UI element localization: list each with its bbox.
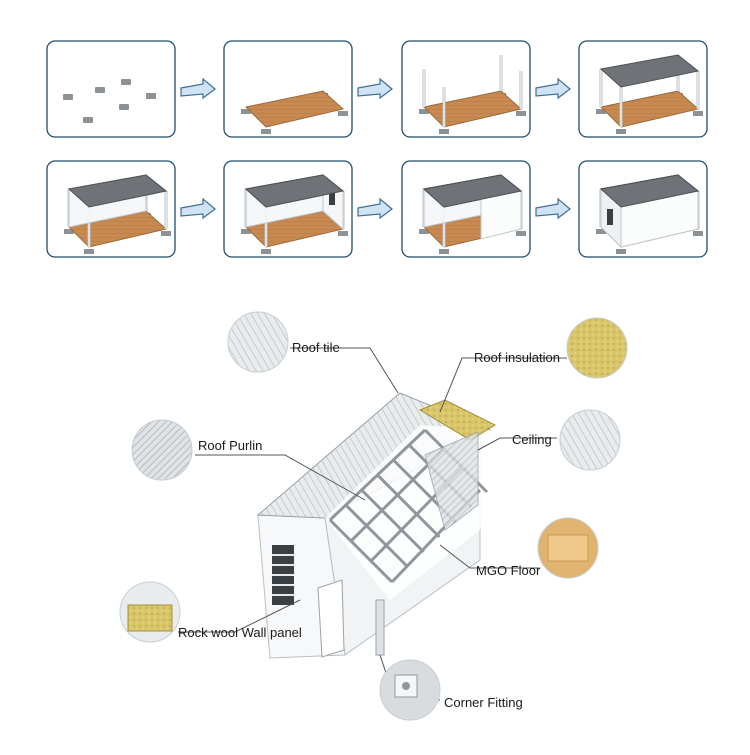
roof-insulation-slab [418,399,497,441]
door [317,579,345,658]
assembly-steps [46,40,708,258]
label-rock-wool-wall-panel: Rock wool Wall panel [178,625,302,640]
foundation-block [241,229,251,234]
label-roof-tile: Roof tile [292,340,340,355]
foundation-block [338,111,348,116]
window [272,545,294,605]
container-illustration [256,392,497,659]
thumb-roof-insulation [566,317,628,379]
arrow-shape [180,197,216,220]
roof-frame [422,174,523,208]
thumb-rock-wool [119,581,181,643]
step-panel-frame [46,40,176,138]
step-arrow [357,197,393,220]
foundation-block [439,129,449,134]
foundation-block [161,231,171,236]
roof-frame [67,174,168,208]
foundation-block [439,249,449,254]
leader-rock-wool [178,599,301,633]
leader-ceiling [477,437,557,451]
floor-deck [244,90,345,128]
purlin-cross [360,488,425,554]
purlin-cross [328,518,394,584]
assembly-step-panel-1 [46,40,176,138]
arrow-shape [180,77,216,100]
foundation-block [261,129,271,134]
purlin-cross [376,473,441,539]
step-arrow [180,77,216,100]
step-panel-frame [223,40,353,138]
foundation-block [83,117,93,123]
assembly-step-panel-6 [223,160,353,258]
foundation-block [64,229,74,234]
corner-post [375,599,385,656]
arrow-shape [535,77,571,100]
step-panel-frame [578,40,708,138]
leader-roof-tile [290,347,399,394]
foundation-block [693,231,703,236]
foundation-block [596,229,606,234]
foundation-block [516,231,526,236]
foundation-block [119,104,129,110]
foundation-block [241,109,251,114]
assembly-step-panel-5 [46,160,176,258]
arrow-shape [357,197,393,220]
arrow-shape [357,77,393,100]
thumb-ceiling [559,409,621,471]
step-arrow [180,197,216,220]
roof-frame [244,174,345,208]
label-roof-insulation: Roof insulation [474,350,560,365]
step-arrow [535,197,571,220]
foundation-block [419,109,429,114]
thumb-mgo-floor [537,517,599,579]
foundation-block [616,249,626,254]
assembly-step-panel-8 [578,160,708,258]
assembly-step-panel-3 [401,40,531,138]
foundation-block [616,129,626,134]
end-window [607,209,613,225]
foundation-block [84,249,94,254]
assembly-step-panel-7 [401,160,531,258]
thumb-roof-purlin [131,419,193,481]
leader-mgo-floor [439,544,540,569]
step-arrow [357,77,393,100]
foundation-block [121,79,131,85]
step-arrow [535,77,571,100]
foundation-block [516,111,526,116]
label-ceiling: Ceiling [512,432,552,447]
label-mgo-floor: MGO Floor [476,563,541,578]
thumb-roof-tile [227,311,289,373]
leader-roof-insulation [439,357,567,413]
foundation-block [261,249,271,254]
wall-window [329,191,335,205]
foundation-block [95,87,105,93]
step-panel-frame [401,40,531,138]
foundation-block [146,93,156,99]
leader-roof-purlin [195,454,366,501]
leader-lines [178,347,567,701]
foundation-block [693,111,703,116]
foundation-block [63,94,73,100]
foundation-block [419,229,429,234]
label-corner-fitting: Corner Fitting [444,695,523,710]
roof-frame [599,54,700,88]
thumb-corner-fitting [379,659,441,721]
ceiling-panels [424,431,479,531]
assembly-step-panel-4 [578,40,708,138]
roof-frame [599,174,700,208]
foundation-block [596,109,606,114]
arrow-shape [535,197,571,220]
purlin-cross [344,503,409,569]
assembly-step-panel-2 [223,40,353,138]
label-roof-purlin: Roof Purlin [198,438,263,453]
foundation-block [338,231,348,236]
